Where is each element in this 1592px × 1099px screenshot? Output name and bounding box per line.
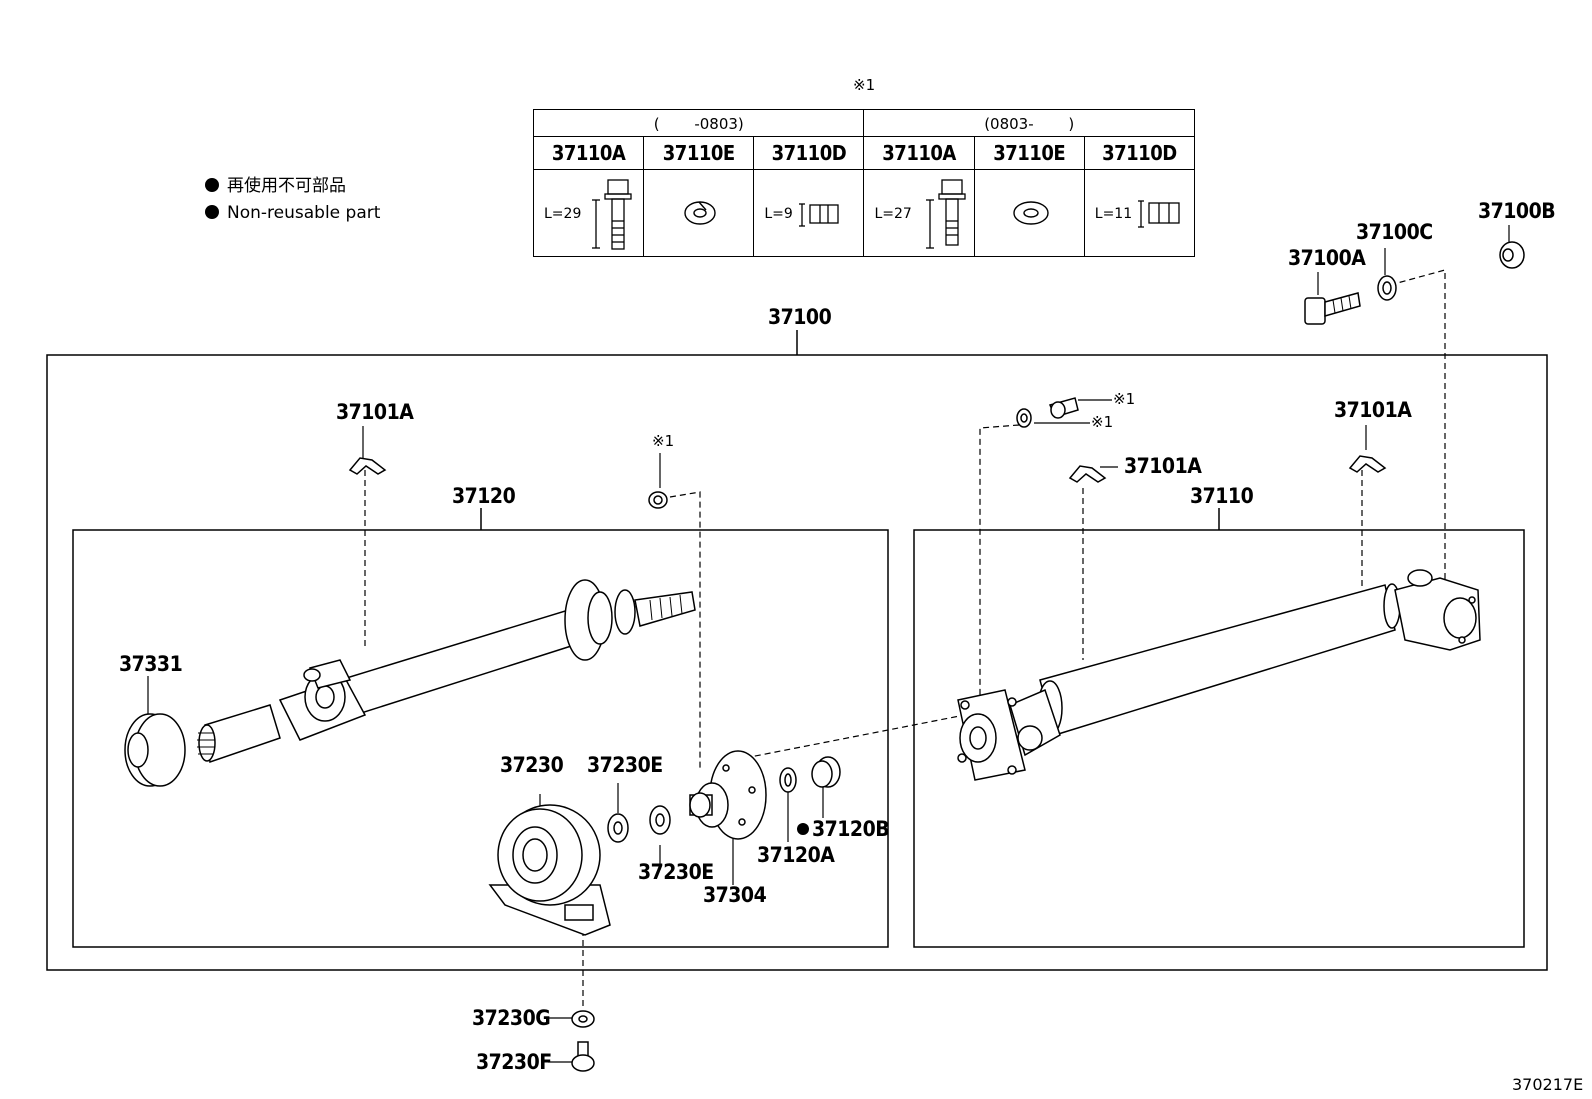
propeller-shaft-37110 (957, 569, 1481, 781)
label-37230E-upper: 37230E (587, 753, 663, 777)
code-col-5: 37110E (973, 136, 1085, 170)
flange-bolt-icon (592, 179, 632, 250)
code-col-6: 37110D (1083, 136, 1196, 170)
washer-37230E-upper (607, 813, 629, 843)
oil-seal-37331 (124, 713, 186, 787)
center-bearing-37230 (488, 804, 611, 936)
label-37100C: 37100C (1356, 220, 1433, 244)
washer-37120A (779, 767, 797, 793)
img-col-2 (643, 169, 755, 257)
legend-english: Non-reusable part (205, 205, 380, 222)
note-mark-nut-left: ※1 (652, 432, 675, 450)
legend-japanese-text: 再使用不可部品 (227, 176, 346, 196)
label-37230G: 37230G (472, 1006, 551, 1030)
legend-english-text: Non-reusable part (227, 203, 381, 223)
bolt-37230F (571, 1041, 595, 1072)
img-col-1: L=29 (532, 169, 645, 257)
length-col-4: L=27 (874, 206, 912, 222)
bolt-37100A (1304, 292, 1361, 325)
img-col-4: L=27 (863, 169, 975, 257)
img-col-3: L=9 (753, 169, 865, 257)
code-col-1: 37110A (532, 136, 645, 170)
nut-37230G (571, 1010, 595, 1028)
legend-dot-icon-2 (205, 205, 219, 219)
legend-dot-icon (205, 178, 219, 192)
label-37101A-left: 37101A (336, 400, 414, 424)
code-col-3: 37110D (753, 136, 865, 170)
fastener-spec-table: ( -0803) (0803- ) 37110A 37110E 37110D 3… (532, 109, 1196, 257)
label-37331: 37331 (119, 652, 183, 676)
nut-37100B (1499, 241, 1525, 269)
code-col-2: 37110E (643, 136, 755, 170)
clip-37101A-mid (1068, 465, 1107, 483)
label-37230F: 37230F (476, 1050, 552, 1074)
label-37110: 37110 (1190, 484, 1254, 508)
label-37101A-right: 37101A (1334, 398, 1412, 422)
code-col-4: 37110A (863, 136, 975, 170)
period-before-0803: ( -0803) (532, 109, 865, 137)
spring-washer-icon (684, 201, 716, 225)
diagram-id: 370217E (1512, 1075, 1584, 1094)
dashed-connectors (364, 269, 1446, 1010)
clip-37101A-left (348, 457, 387, 475)
clip-37101A-right (1348, 455, 1387, 473)
nut-37120B (811, 756, 841, 788)
propeller-shaft-37120 (197, 579, 696, 764)
label-37100: 37100 (768, 305, 832, 329)
length-col-6: L=11 (1094, 206, 1133, 222)
label-37120B: 37120B (812, 817, 890, 841)
label-37230: 37230 (500, 753, 564, 777)
label-37100B: 37100B (1478, 199, 1556, 223)
nut-icon (799, 203, 839, 227)
legend-japanese: 再使用不可部品 (205, 178, 346, 195)
plain-washer-icon (1012, 201, 1049, 225)
nut-note-left (648, 491, 668, 509)
table-note-mark: ※1 (853, 76, 876, 94)
label-37100A: 37100A (1288, 246, 1366, 270)
nut-icon-2 (1137, 200, 1180, 228)
washer-37230E-lower (649, 805, 671, 835)
label-37120A: 37120A (757, 843, 835, 867)
length-col-3: L=9 (764, 206, 793, 222)
label-37101A-mid: 37101A (1124, 454, 1202, 478)
bolt-note-right (1048, 397, 1079, 419)
washer-37100C (1377, 275, 1397, 301)
flange-37304 (689, 750, 767, 840)
washer-note-right (1016, 408, 1032, 428)
label-37230E-lower: 37230E (638, 860, 714, 884)
note-mark-washer-right: ※1 (1091, 413, 1114, 431)
assembly-37100-frame (46, 354, 1548, 971)
img-col-6: L=11 (1083, 169, 1196, 257)
note-mark-bolt-right: ※1 (1113, 390, 1136, 408)
flange-bolt-icon-2 (926, 179, 967, 249)
label-37120: 37120 (452, 484, 516, 508)
non-reusable-dot-37120B (797, 823, 809, 835)
label-37304: 37304 (703, 883, 767, 907)
img-col-5 (973, 169, 1085, 257)
period-after-0803: (0803- ) (863, 109, 1195, 137)
length-col-1: L=29 (544, 206, 582, 222)
